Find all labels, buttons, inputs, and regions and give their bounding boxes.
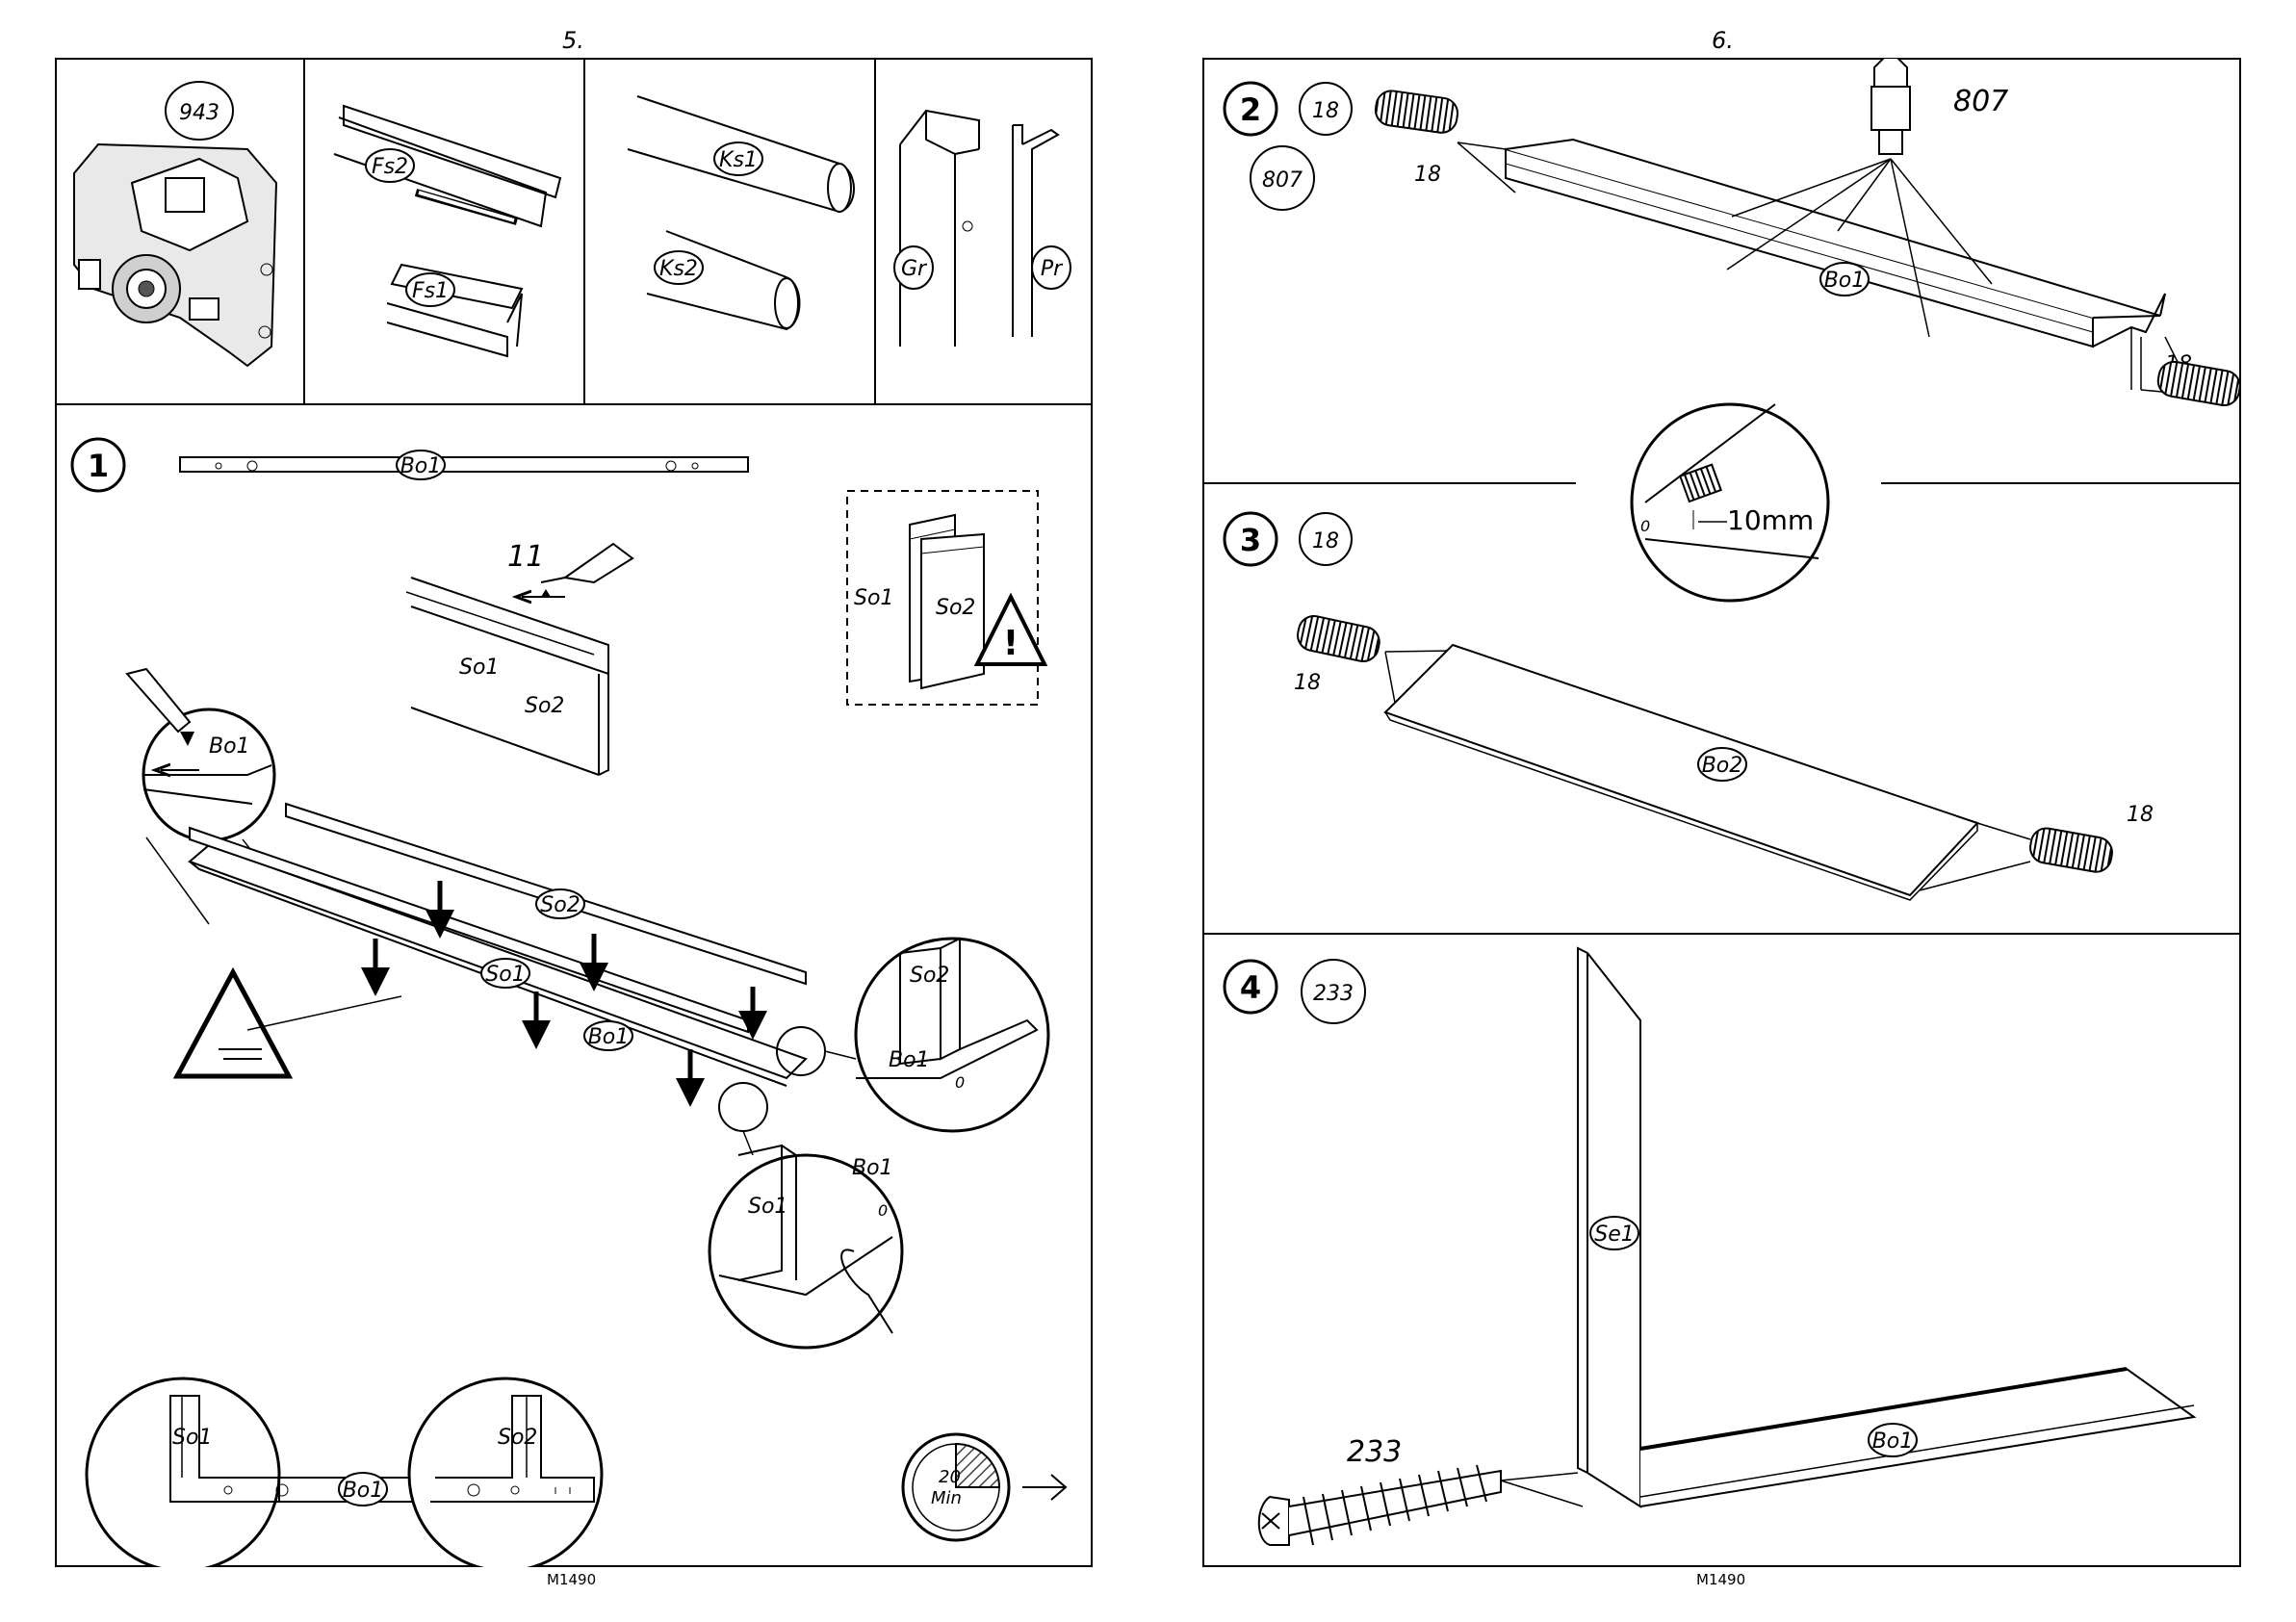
step4-screw-part-badge: 233 [1302, 960, 1365, 1023]
so1-label-assembly: So1 [485, 963, 525, 987]
svg-text:807: 807 [1262, 168, 1303, 193]
ks2-label: Ks2 [659, 257, 698, 281]
bo1-label-magnifier2: Bo1 [889, 1048, 930, 1072]
rail-ks2: Ks2 [647, 231, 800, 329]
glue-amount-label: 11 [507, 540, 544, 574]
svg-text:18: 18 [1414, 163, 1441, 187]
magnifier-so2-bo1: So2 Bo1 0 [825, 939, 1048, 1131]
svg-text:233: 233 [1313, 982, 1354, 1006]
step3-dowel-part-badge: 18 [1300, 513, 1352, 565]
svg-text:18: 18 [1294, 671, 1321, 695]
bo1-label-top: Bo1 [400, 454, 442, 478]
detail-dowel-depth-10mm: 10mm 0 [1632, 404, 1828, 601]
bottom-detail-so2: So2 [409, 1378, 602, 1567]
svg-text:10mm: 10mm [1727, 504, 1814, 536]
svg-text:2: 2 [1240, 91, 1261, 128]
so1-label-magnifier: So1 [748, 1195, 787, 1219]
svg-text:Bo2: Bo2 [1702, 754, 1743, 778]
pr-label: Pr [1041, 257, 1064, 281]
step2-tool-part-badge: 807 [1251, 146, 1314, 210]
bo1-label-magnifier3: Bo1 [852, 1156, 893, 1180]
dowel-insertion-tool-807: 807 [1727, 58, 2008, 337]
svg-text:3: 3 [1240, 522, 1261, 558]
bo1-label-assembly: Bo1 [588, 1025, 630, 1049]
step3-board-bo2: Bo2 [1385, 645, 1977, 900]
main-assembly-bo1-so1-so2: So2 So1 Bo1 [177, 804, 825, 1131]
step2-board-bo1: Bo1 [1506, 140, 2165, 390]
svg-text:Bo1: Bo1 [1872, 1429, 1914, 1454]
rail-ks1: Ks1 [628, 96, 854, 212]
so2-label-bottom: So2 [498, 1426, 537, 1450]
so2-label-assembly: So2 [540, 893, 580, 917]
so2-label-inset: So2 [936, 596, 975, 620]
inset-so-detail: So1 So2 ! [847, 491, 1045, 705]
step4-screw-233: 233 [1259, 1435, 1583, 1545]
screw-count-label: 943 [179, 101, 219, 125]
svg-text:807: 807 [1953, 85, 2008, 118]
svg-text:233: 233 [1347, 1435, 1402, 1469]
fs1-label: Fs1 [412, 279, 449, 303]
profile-gr: Gr [894, 111, 979, 347]
fs2-label: Fs2 [372, 155, 408, 179]
step3-number-badge: 3 [1225, 513, 1277, 565]
timer-unit: Min [931, 1488, 962, 1508]
step2-dowel-right: 18 [2141, 337, 2241, 408]
ks1-label: Ks1 [719, 148, 758, 172]
hinge-fitting-943: 943 [74, 82, 276, 366]
step2-number-badge: 2 [1225, 83, 1277, 135]
bottom-detail-bo1-bar: Bo1 [279, 1473, 430, 1506]
footer-code-right: M1490 [1696, 1571, 1745, 1588]
left-page-drawing: 943 Fs2 Fs1 Ks1 Ks2 [55, 58, 1093, 1567]
profile-fs1: Fs1 [387, 265, 522, 356]
so1-label-bottom: So1 [172, 1426, 212, 1450]
svg-text:18: 18 [2127, 803, 2154, 827]
page-number-right: 6. [1712, 27, 1734, 54]
timer-value: 20 [939, 1467, 961, 1487]
gr-label: Gr [901, 257, 928, 281]
bottom-detail-so1: So1 [87, 1378, 288, 1567]
magnifier-glue-bo1: Bo1 [127, 669, 274, 924]
step2-dowel-left: 18 [1374, 89, 1515, 193]
svg-text:4: 4 [1240, 969, 1261, 1006]
profile-pr: Pr [1013, 125, 1071, 337]
step4-number-badge: 4 [1225, 961, 1277, 1013]
zero-mark-1: 0 [955, 1073, 965, 1092]
drying-timer-icon: 20 Min [903, 1434, 1009, 1540]
so1-label-inset: So1 [854, 586, 893, 610]
magnifier-so1-bo1: So1 Bo1 0 [709, 1131, 902, 1348]
so2-label-board: So2 [525, 694, 564, 718]
svg-text:18: 18 [1312, 99, 1339, 123]
right-page-drawing: 2 18 807 18 Bo1 807 18 [1202, 58, 2241, 1567]
svg-text:0: 0 [1640, 517, 1650, 535]
step4-bottom-board-bo1: Bo1 [1640, 1369, 2194, 1506]
svg-text:Bo1: Bo1 [1824, 269, 1866, 293]
zero-mark-2: 0 [878, 1201, 888, 1220]
bo1-label-bottom: Bo1 [343, 1479, 384, 1503]
bo1-label-magnifier: Bo1 [209, 734, 250, 759]
page-number-left: 5. [562, 27, 584, 54]
warning-icon: ! [1003, 624, 1019, 663]
profile-fs2: Fs2 [334, 106, 560, 226]
so2-label-magnifier: So2 [910, 964, 949, 988]
so1-label-board: So1 [459, 656, 499, 680]
footer-code-left: M1490 [547, 1571, 596, 1588]
svg-text:1: 1 [88, 448, 109, 484]
svg-text:Se1: Se1 [1594, 1223, 1635, 1247]
step2-dowel-part-badge: 18 [1300, 83, 1352, 135]
svg-text:18: 18 [1312, 529, 1339, 554]
glue-so-board: So1 So2 11 [406, 540, 632, 775]
step1-number-badge: 1 [72, 439, 124, 491]
bo1-strip-overview: Bo1 [180, 451, 748, 479]
next-page-arrow-icon [1022, 1475, 1066, 1500]
step4-side-panel-se1: Se1 [1578, 948, 1640, 1506]
